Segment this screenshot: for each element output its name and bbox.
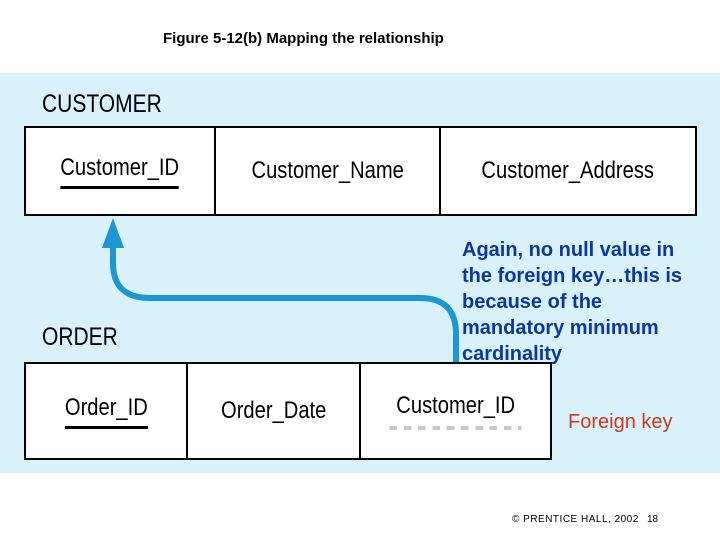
relationship-arrow-line [110,240,459,365]
null-value-annotation: Again, no null value in the foreign key…… [462,239,683,365]
order-table-cell-order-id: Order_ID [26,364,188,458]
footer-page-number: 18 [647,514,659,525]
order-table-cell-customer-id: Customer_ID [361,364,550,458]
customer-table-cell-customer-name: Customer_Name [216,128,441,214]
customer-name-label: Customer_Name [251,157,404,184]
order-table-cell-order-date: Order_Date [188,364,362,458]
customer-address-label: Customer_Address [481,157,655,184]
foreign-key-dashed-underline [389,426,522,430]
arrowhead-up-icon [102,218,124,248]
foreign-key-callout: Foreign key [568,411,673,433]
slide-title: Figure 5-12(b) Mapping the relationship [163,30,444,47]
order-date-label: Order_Date [220,397,327,424]
order-table: Order_ID Order_Date Customer_ID [24,362,552,460]
order-customer-id-foreign-key-label: Customer_ID [396,392,516,419]
order-id-primary-key-label: Order_ID [64,394,148,429]
customer-table-cell-customer-id: Customer_ID [26,128,216,214]
order-entity-label: ORDER [42,323,118,351]
customer-id-primary-key-label: Customer_ID [60,154,180,189]
customer-table: Customer_ID Customer_Name Customer_Addre… [24,126,697,216]
customer-table-cell-customer-address: Customer_Address [441,128,695,214]
customer-entity-label: CUSTOMER [42,90,162,118]
footer-copyright: © PRENTICE HALL, 2002 [512,514,639,525]
